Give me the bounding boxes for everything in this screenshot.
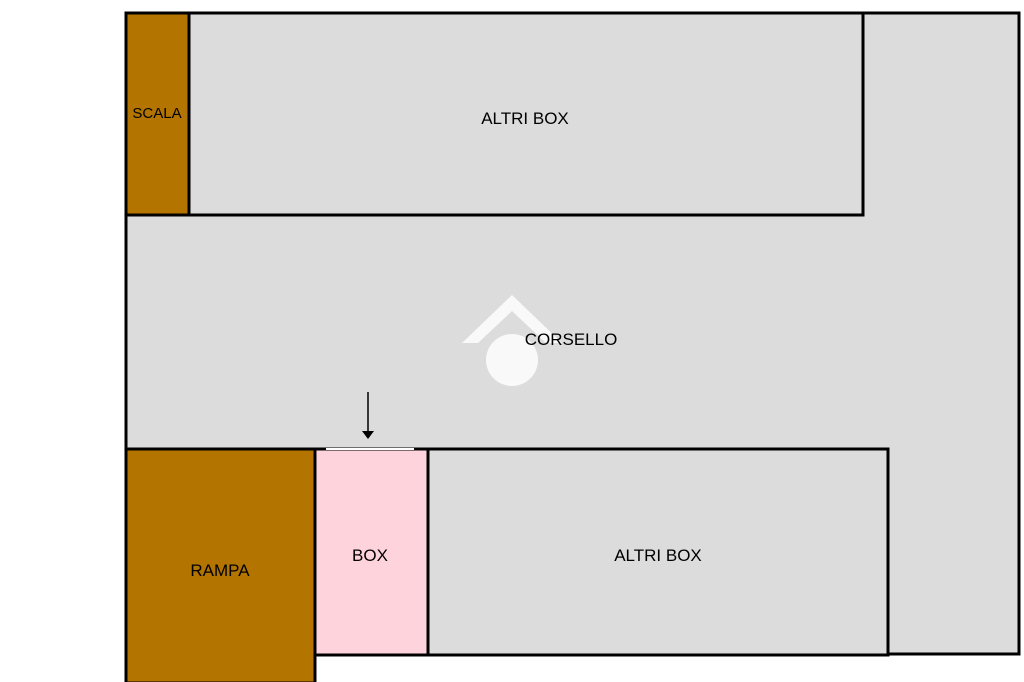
arrow-down-icon	[362, 392, 374, 439]
altri-box-bottom-area	[426, 447, 890, 657]
corsello-label: CORSELLO	[525, 330, 618, 349]
rampa-label: RAMPA	[190, 561, 250, 580]
box-label: BOX	[352, 546, 388, 565]
altri-box-top-label: ALTRI BOX	[481, 109, 569, 128]
rampa-area	[124, 447, 317, 682]
house-logo-icon	[462, 295, 562, 386]
altri-box-top-area	[187, 11, 865, 217]
altri-box-bottom-label: ALTRI BOX	[614, 546, 702, 565]
scala-label: SCALA	[132, 105, 181, 122]
